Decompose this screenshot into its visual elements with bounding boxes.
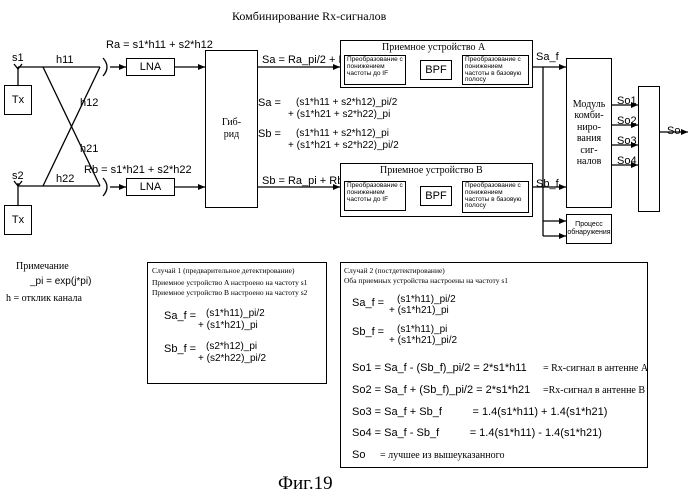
rb-equation: Rb = s1*h21 + s2*h22 (84, 165, 192, 176)
case1-line1: Приемное устройство A настроено на часто… (152, 279, 307, 287)
case2-saf-lead: Sa_f = (352, 298, 384, 309)
case1-line2: Приемное устройство B настроено на часто… (152, 289, 307, 297)
detection-process-box: Процесс обнаружения (566, 214, 612, 244)
receiver-a-bpf: BPF (420, 60, 452, 80)
case2-so2-note: =Rx-сигнал в антенне B (543, 386, 645, 396)
note-line2: h = отклик канала (6, 294, 82, 304)
output-so1-label: So1 (617, 96, 637, 107)
receiver-a-downconvert-baseband: Преобразование с понижением частоты в ба… (462, 55, 529, 85)
case1-saf-lead: Sa_f = (164, 311, 196, 322)
receiver-b-downconvert-if: Преобразование с понижением частоты до I… (344, 181, 406, 211)
antenna-s2-label: s2 (12, 171, 24, 182)
combiner-box: Модуль комби- ниро- вания сиг- налов (566, 58, 612, 208)
tx-box-1: Tx (4, 85, 32, 115)
case1-saf-2: + (s1*h21)_pi (198, 321, 258, 331)
case2-so2-equation: So2 = Sa_f + (Sb_f)_pi/2 = 2*s1*h21 (352, 385, 530, 396)
output-so3-label: So3 (617, 136, 637, 147)
tx-box-2: Tx (4, 205, 32, 235)
sb-expansion-line1: (s1*h11 + s2*h12)_pi (296, 129, 389, 139)
case1-sbf-1: (s2*h12)_pi (206, 342, 257, 352)
sa-expansion-lead: Sa = (258, 98, 281, 109)
case2-title: Случай 2 (постдетектирование) (344, 267, 445, 275)
case1-title: Случай 1 (предварительное детектирование… (152, 267, 295, 275)
case2-saf-1: (s1*h11)_pi/2 (397, 295, 456, 305)
case1-sbf-lead: Sb_f = (164, 344, 196, 355)
selector-box (638, 86, 660, 212)
output-so2-label: So2 (617, 116, 637, 127)
antenna-s1-label: s1 (12, 53, 24, 64)
hybrid-box: Гиб- рид (205, 50, 258, 208)
case2-so3-equation: So3 = Sa_f + Sb_f = 1.4(s1*h11) + 1.4(s1… (352, 407, 607, 418)
case2-so4-equation: So4 = Sa_f - Sb_f = 1.4(s1*h11) - 1.4(s1… (352, 428, 602, 439)
lna-a-box: LNA (126, 58, 175, 76)
receiver-a-title: Приемное устройство A (382, 43, 485, 53)
receiver-b-downconvert-baseband: Преобразование с понижением частоты в ба… (462, 181, 529, 213)
note-line1: _pi = exp(j*pi) (30, 277, 91, 287)
output-so4-label: So4 (617, 156, 637, 167)
case2-saf-2: + (s1*h21)_pi (389, 306, 449, 316)
lna-b-box: LNA (126, 178, 175, 196)
case2-so-label: So (352, 450, 365, 461)
channel-h11-label: h11 (56, 55, 74, 66)
sb-expansion-line2: + (s1*h21 + s2*h22)_pi/2 (288, 141, 399, 151)
case2-so1-note: = Rx-сигнал в антенне A (543, 364, 648, 374)
case2-so-note: = лучшее из вышеуказанного (380, 451, 504, 461)
receiver-b-bpf: BPF (420, 186, 452, 206)
case2-so1-equation: So1 = Sa_f - (Sb_f)_pi/2 = 2*s1*h11 (352, 363, 527, 374)
receiver-a-output-label: Sa_f (536, 52, 559, 63)
receiver-b-output-label: Sb_f (536, 179, 559, 190)
receiver-b-title: Приемное устройство B (380, 166, 483, 176)
rx-antenna-b (103, 178, 107, 196)
case2-line1: Оба приемных устройства настроены на час… (344, 277, 508, 285)
sa-expansion-line1: (s1*h11 + s2*h12)_pi/2 (296, 98, 397, 108)
final-output-so-label: So (667, 126, 680, 137)
channel-h12-label: h12 (80, 98, 98, 109)
case1-sbf-2: + (s2*h22)_pi/2 (198, 354, 266, 364)
ra-equation: Ra = s1*h11 + s2*h12 (106, 40, 213, 51)
figure-label: Фиг.19 (278, 474, 333, 493)
rx-antenna-a (103, 58, 107, 76)
case2-sbf-lead: Sb_f = (352, 327, 384, 338)
channel-h22-label: h22 (56, 174, 74, 185)
case2-sbf-1: (s1*h11)_pi (397, 325, 447, 335)
diagram-title: Комбинирование Rx-сигналов (232, 10, 386, 22)
sa-expansion-line2: + (s1*h21 + s2*h22)_pi (288, 110, 390, 120)
note-title: Примечание (16, 262, 69, 272)
receiver-a-downconvert-if: Преобразование с понижением частоты до I… (344, 55, 406, 85)
case2-sbf-2: + (s1*h21)_pi/2 (389, 336, 457, 346)
case1-saf-1: (s1*h11)_pi/2 (206, 309, 265, 319)
sb-expansion-lead: Sb = (258, 129, 281, 140)
channel-h21-label: h21 (80, 144, 98, 155)
